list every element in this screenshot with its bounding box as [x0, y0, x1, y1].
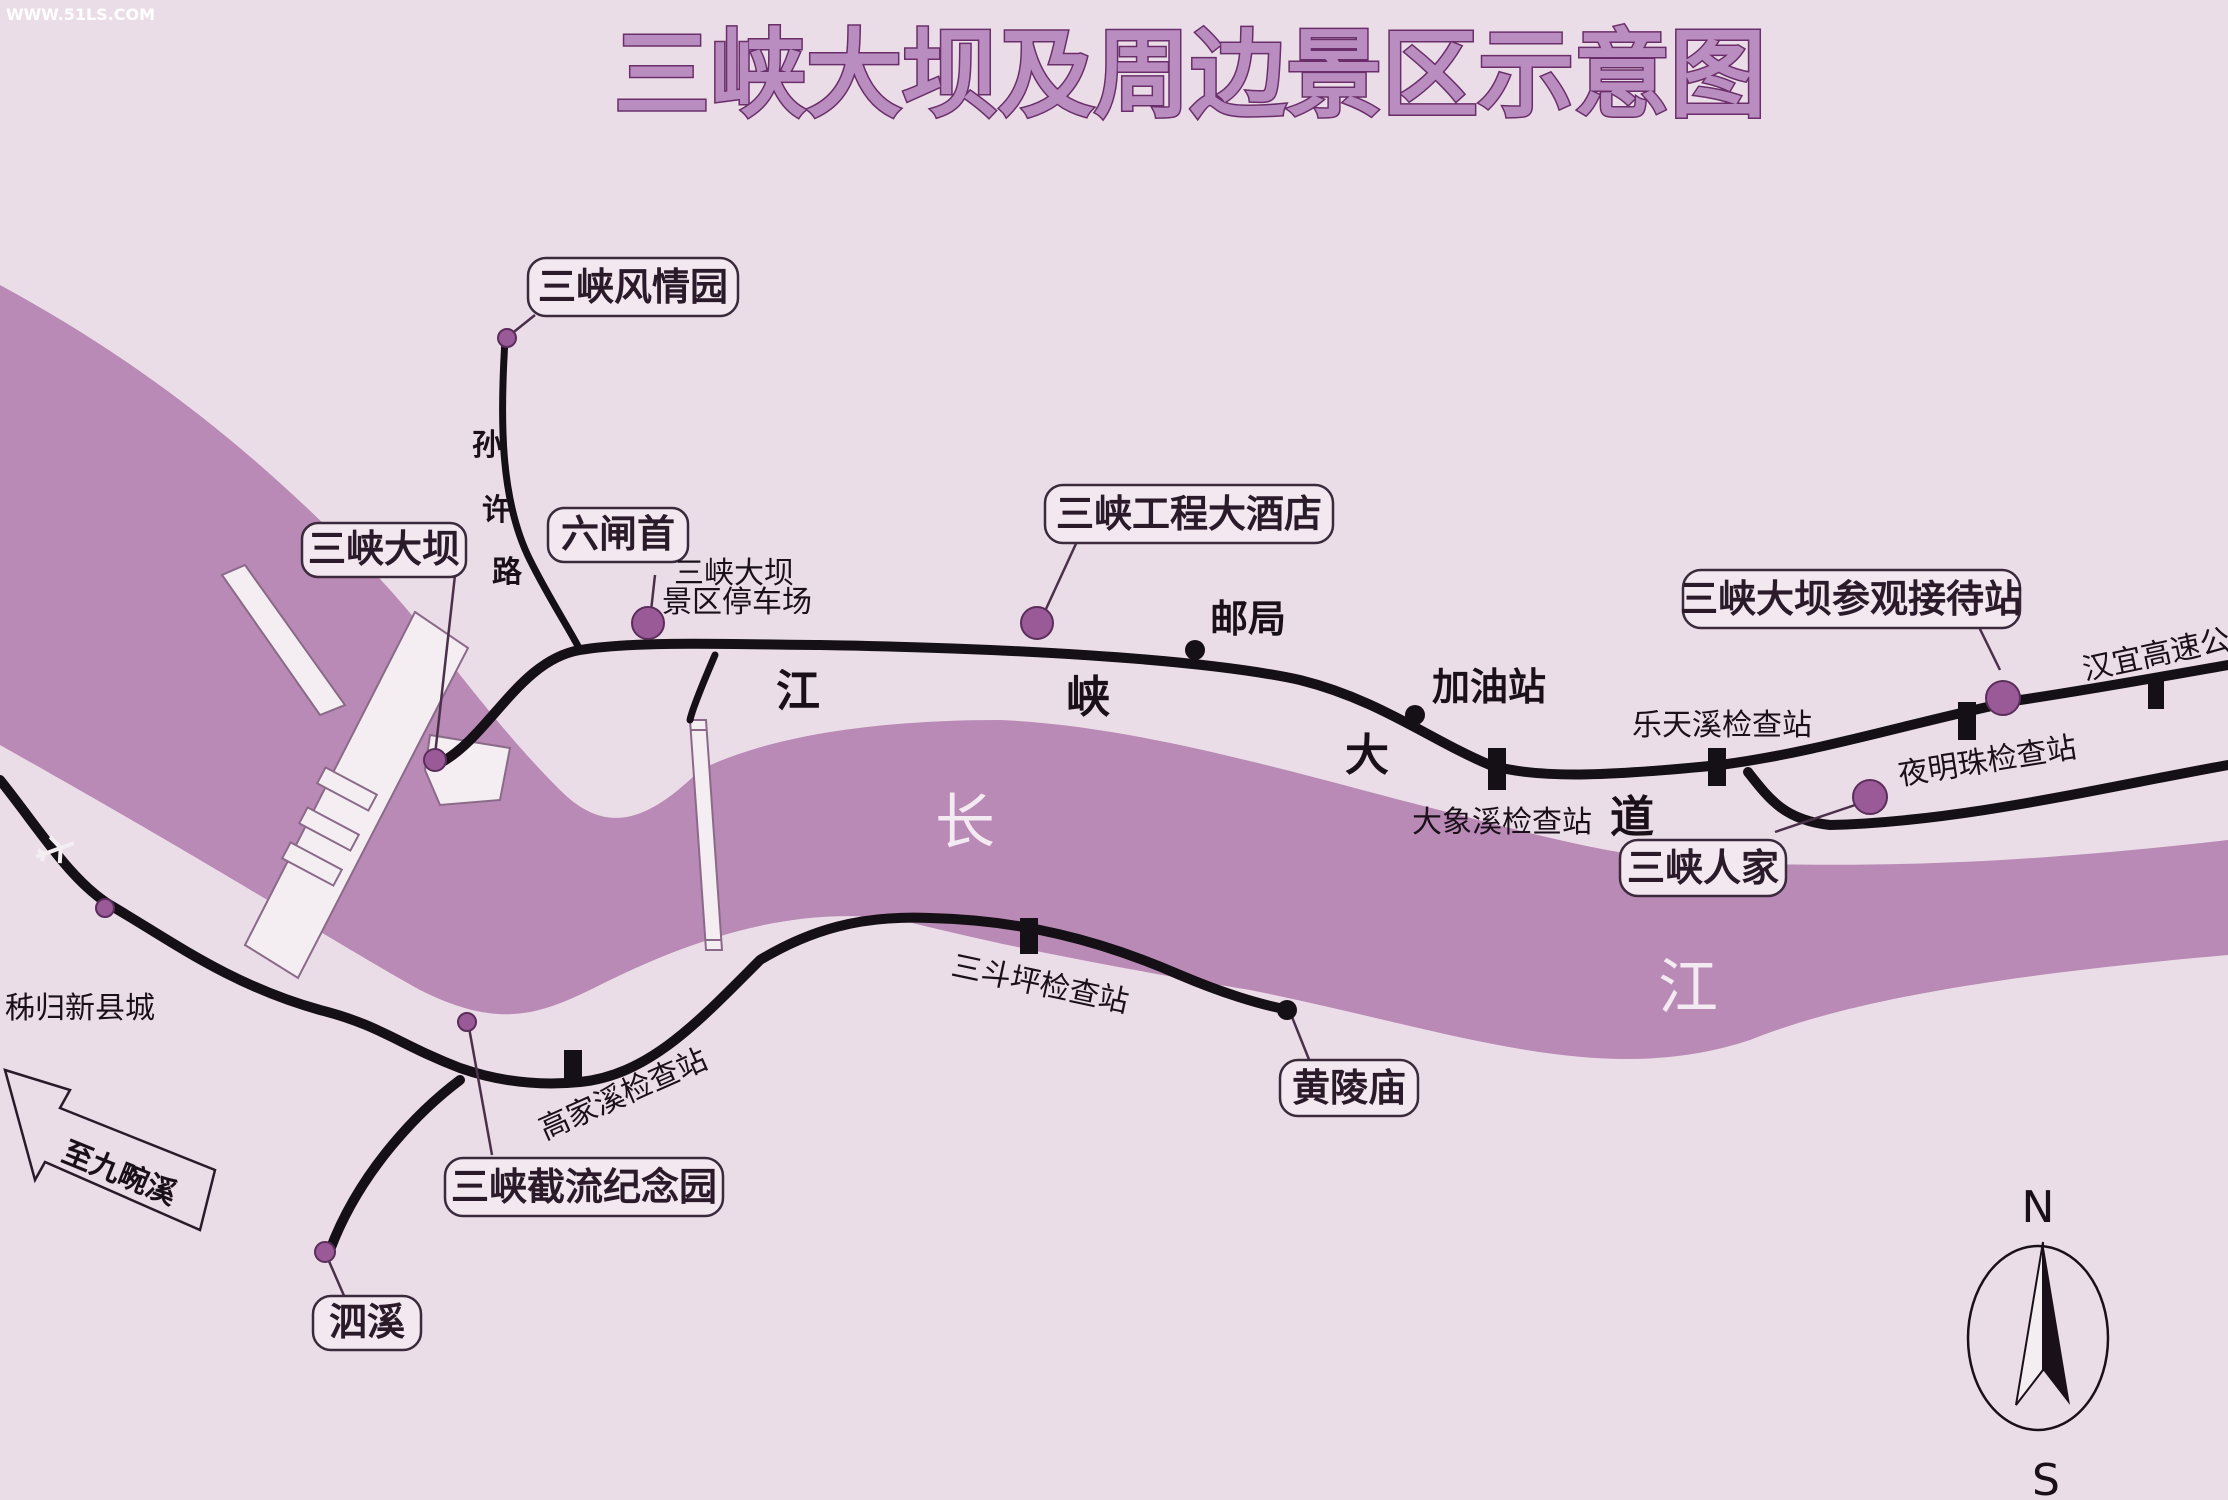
label-sanxia-dam[interactable]: 三峡大坝: [300, 521, 468, 579]
label-liuzhashou-text: 六闸首: [561, 512, 675, 556]
river-char-jiang: 江: [1658, 953, 1718, 1023]
label-reception[interactable]: 三峡大坝参观接待站: [1680, 568, 2022, 630]
xiling-bridge: [688, 719, 724, 951]
airplane-icon: [35, 835, 75, 864]
label-huanglingmiao[interactable]: 黄陵庙: [1278, 1058, 1420, 1118]
gas-station-dot[interactable]: [1405, 705, 1425, 725]
compass-south: S: [2032, 1455, 2060, 1500]
yemingzhu-checkpoint-marker: [1958, 702, 1976, 740]
hanyi-lower-branch: [1743, 760, 2228, 830]
label-post-office[interactable]: 邮局: [1210, 597, 1286, 641]
compass-needle-dark: [2043, 1242, 2070, 1405]
road-char-dao: 道: [1610, 792, 1654, 843]
label-hotel-text: 三峡工程大酒店: [1056, 492, 1322, 536]
parking-poi[interactable]: [631, 606, 665, 640]
label-huanglingmiao-text: 黄陵庙: [1292, 1066, 1406, 1110]
label-fengqing-text: 三峡风情园: [538, 265, 728, 309]
label-renjia-text: 三峡人家: [1627, 846, 1779, 890]
label-liuzhashou[interactable]: 六闸首: [546, 506, 690, 564]
sunxu-char-2: 许: [482, 493, 512, 528]
label-reception-text: 三峡大坝参观接待站: [1680, 577, 2022, 621]
reception-poi[interactable]: [1985, 680, 2021, 716]
label-jieliu-text: 三峡截流纪念园: [451, 1165, 717, 1209]
sunxu-road: [499, 336, 584, 654]
zigui-poi[interactable]: [95, 898, 115, 918]
sunxu-char-3: 路: [492, 555, 523, 590]
dam-structure: [220, 563, 512, 980]
label-letianxi[interactable]: 乐天溪检查站: [1632, 708, 1812, 743]
label-sanxia-dam-text: 三峡大坝: [308, 527, 460, 571]
label-hotel[interactable]: 三峡工程大酒店: [1043, 483, 1335, 545]
huanglingmiao-dot[interactable]: [1277, 1000, 1297, 1020]
dam-poi[interactable]: [423, 748, 447, 772]
compass-north: N: [2022, 1182, 2055, 1233]
label-zigui[interactable]: 秭归新县城: [5, 991, 155, 1026]
post-office-dot[interactable]: [1185, 640, 1205, 660]
sunxu-char-1: 孙: [472, 428, 502, 463]
road-char-jiang: 江: [776, 666, 820, 717]
compass-needle-light: [2015, 1241, 2044, 1406]
sandouping-checkpoint-marker: [1020, 918, 1038, 954]
compass-ring: [1966, 1244, 2110, 1432]
label-fengqing[interactable]: 三峡风情园: [526, 256, 740, 318]
letianxi-checkpoint-marker: [1708, 748, 1726, 786]
compass-rose: N S: [1966, 1182, 2110, 1500]
daxiangxi-checkpoint-marker: [1488, 748, 1506, 790]
road-char-da: 大: [1345, 730, 1389, 781]
label-renjia[interactable]: 三峡人家: [1618, 838, 1788, 898]
watermark: WWW.51LS.COM: [6, 5, 155, 24]
hanyi-marker: [2148, 675, 2164, 709]
label-jieliu[interactable]: 三峡截流纪念园: [443, 1156, 725, 1218]
gaojiaxi-checkpoint-marker: [564, 1050, 582, 1086]
hotel-poi[interactable]: [1020, 606, 1054, 640]
label-sixi[interactable]: 泗溪: [311, 1294, 423, 1352]
label-parking-line2[interactable]: 景区停车场: [662, 585, 812, 620]
jieliu-poi[interactable]: [457, 1012, 477, 1032]
river-char-chang: 长: [935, 788, 995, 858]
fengqing-poi[interactable]: [497, 328, 517, 348]
label-gas-station[interactable]: 加油站: [1432, 665, 1546, 709]
label-daxiangxi[interactable]: 大象溪检查站: [1412, 805, 1592, 840]
renjia-poi[interactable]: [1852, 779, 1888, 815]
label-parking-line1[interactable]: 三峡大坝: [674, 556, 794, 591]
map-title: 三峡大坝及周边景区示意图: [614, 19, 1766, 131]
sixi-poi[interactable]: [314, 1241, 336, 1263]
bridge-road: [686, 651, 719, 724]
road-char-xia: 峡: [1066, 672, 1110, 723]
south-bank-road: [0, 775, 1295, 1089]
sixi-road: [325, 1075, 465, 1255]
label-sixi-text: 泗溪: [329, 1300, 405, 1344]
jiangxia-avenue: [437, 638, 2228, 780]
